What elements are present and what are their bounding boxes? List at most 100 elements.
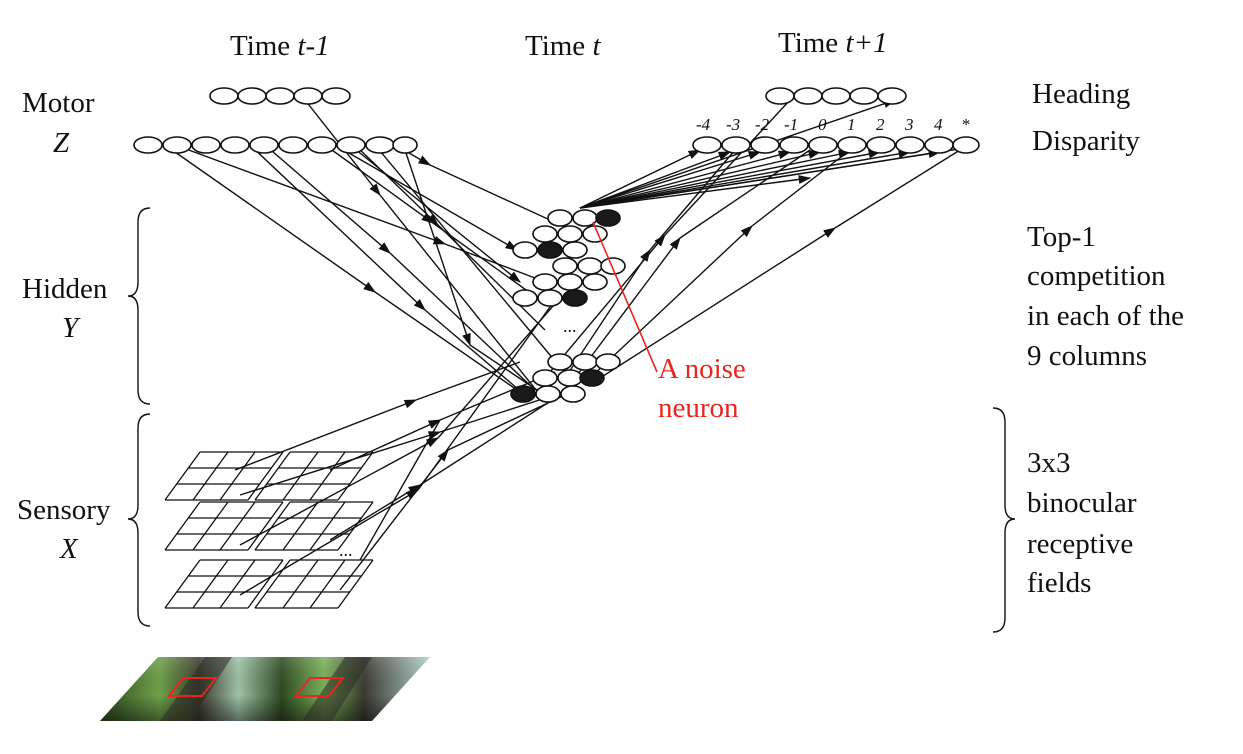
connection-arrow [664, 99, 791, 236]
stereo-image-shade [100, 657, 430, 721]
connection-arrow [334, 144, 519, 251]
hidden-layer-label: Hidden [22, 273, 108, 305]
connection-arrow [834, 149, 961, 229]
neuron [552, 257, 578, 275]
sensory-ellipsis: ... [339, 540, 353, 560]
neuron [249, 136, 279, 154]
disparity-tick: 2 [876, 115, 885, 134]
connection-arrow [324, 144, 435, 224]
connection-arrow [579, 150, 822, 209]
disparity-tick: 3 [904, 115, 914, 134]
neuron-active [562, 289, 588, 307]
connection-arrow [374, 144, 561, 368]
neuron [557, 225, 583, 243]
connection-arrow [579, 150, 792, 209]
neuron [779, 136, 809, 154]
neuron [895, 136, 925, 154]
connection-arrow [429, 164, 551, 221]
heading-label: Heading [1032, 78, 1130, 110]
motor-heading-prev [209, 87, 351, 105]
connection-arrow [329, 484, 422, 541]
connection-arrow [239, 437, 440, 546]
connection-arrow [579, 149, 702, 209]
neuron [562, 241, 588, 259]
receptive-field-grid [254, 451, 374, 501]
top1-line: 9 columns [1027, 340, 1147, 372]
tree-trunk-left [160, 657, 232, 721]
disparity-tick: 4 [934, 115, 943, 134]
connection-arrow [649, 149, 736, 251]
motor-disparity-next [692, 136, 980, 154]
connection-arrow [339, 449, 449, 591]
neuron [793, 87, 823, 105]
connection-arrow [579, 149, 912, 209]
connection-arrow [354, 144, 439, 226]
connection-arrow [579, 151, 762, 209]
receptive-field-grid [254, 559, 374, 609]
connection-arrow [579, 149, 882, 209]
neuron-active [537, 241, 563, 259]
neuron [278, 136, 308, 154]
neuron-active [579, 369, 605, 387]
neuron [162, 136, 192, 154]
neuron [692, 136, 722, 154]
neuron [557, 369, 583, 387]
neuron [336, 136, 366, 154]
receptive-field-grid [164, 501, 284, 551]
neuron [532, 225, 558, 243]
sensory-layer-label: Sensory [17, 494, 111, 526]
connection-arrow [679, 149, 811, 239]
motor-disparity-prev [133, 136, 418, 154]
noise-pointer-line [592, 221, 658, 373]
motor-layer-label: Motor [22, 87, 95, 119]
time-label-prev: Time t-1 [230, 30, 330, 62]
receptive-field-grid [254, 501, 374, 551]
neuron [721, 136, 751, 154]
receptive-highlight-right [293, 677, 346, 697]
neuron [849, 87, 879, 105]
connection-arrow [404, 149, 471, 347]
neuron [307, 136, 337, 154]
neuron [512, 289, 538, 307]
connection-arrow [174, 144, 447, 245]
connection-arrow [329, 419, 442, 471]
neuron [572, 353, 598, 371]
motor-layer-symbol: Z [53, 127, 70, 159]
connection-arrow [374, 291, 521, 393]
neuron [547, 209, 573, 227]
receptive-highlight-left [166, 677, 219, 697]
connection-arrow [415, 361, 521, 401]
neuron [265, 87, 295, 105]
sensory-brace [127, 413, 151, 627]
receptive-field-grid [164, 559, 284, 609]
neuron-active [510, 385, 536, 403]
disparity-tick: 0 [818, 115, 827, 134]
connection-arrow [599, 227, 837, 379]
connection-arrow [234, 399, 418, 471]
receptive-line: fields [1027, 567, 1091, 599]
hidden-ellipsis: ... [563, 316, 577, 336]
hidden-neurons [510, 209, 626, 403]
disparity-tick: * [961, 115, 970, 134]
receptive-line: 3x3 [1027, 447, 1071, 479]
neuron [765, 87, 795, 105]
sensory-layer-symbol: X [59, 533, 79, 565]
neuron-active [595, 209, 621, 227]
receptive-brace [992, 407, 1016, 633]
neuron [600, 257, 626, 275]
disparity-tick: -1 [784, 115, 798, 134]
neuron [952, 136, 980, 154]
time-label-next: Time t+1 [778, 27, 888, 59]
neuron [582, 273, 608, 291]
receptive-line: receptive [1027, 528, 1133, 560]
neuron [220, 136, 250, 154]
connection-arrow [579, 147, 966, 209]
disparity-ticks: -4 -3 -2 -1 0 1 2 3 4 * [696, 115, 970, 134]
receptive-line: binocular [1027, 487, 1137, 519]
neuron [133, 136, 163, 154]
connection-arrow [589, 225, 753, 379]
connection-arrow [579, 175, 812, 209]
connection-arrow [579, 151, 732, 209]
connection-arrow [264, 144, 391, 254]
disparity-tick: -4 [696, 115, 711, 134]
